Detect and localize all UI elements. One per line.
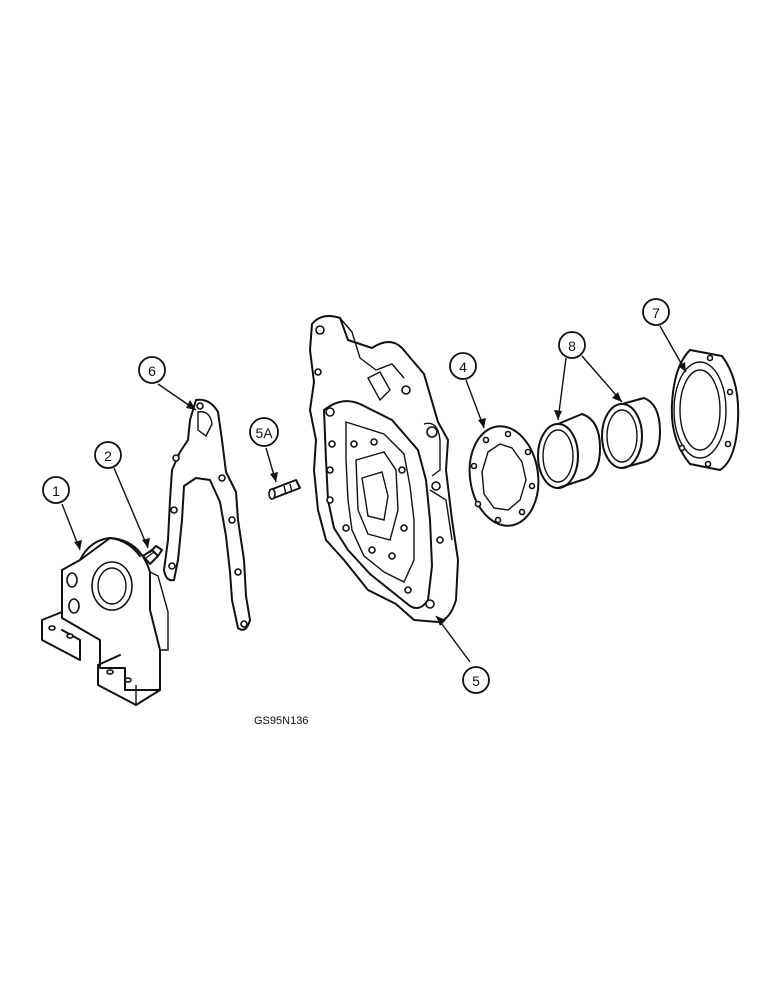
callout-4-label: 4 [459,359,467,375]
callout-6: 6 [138,356,166,384]
leader-8b [581,355,623,403]
callout-5a-label: 5A [255,425,273,441]
leader-8a [557,357,567,421]
callout-8: 8 [558,331,586,359]
arrow-8b [612,392,622,402]
callout-1-label: 1 [52,483,60,499]
part-4-gasket-ring [468,425,540,527]
callout-5: 5 [462,666,490,694]
arrow-4 [478,418,486,428]
leader-2 [113,467,149,549]
callout-7: 7 [642,298,670,326]
callout-7-label: 7 [652,305,660,321]
arrow-7 [678,362,686,372]
part-2-fitting [142,545,163,565]
arrow-5 [436,616,446,626]
part-5-housing [309,315,459,623]
callout-8-label: 8 [568,338,576,354]
part-8-sleeve-b [601,397,661,469]
callout-2-label: 2 [104,448,112,464]
part-1-bracket [41,537,169,706]
drawing-code: GS95N136 [254,715,308,727]
arrow-2 [142,538,150,548]
arrow-5a [270,472,278,482]
arrow-1 [74,540,82,550]
part-8-sleeve-a [537,413,601,489]
callout-6-label: 6 [148,363,156,379]
arrow-6 [186,400,196,410]
callout-4: 4 [449,352,477,380]
callout-5a: 5A [249,417,279,447]
callout-1: 1 [42,476,70,504]
part-5a-stud [268,479,301,500]
callout-5-label: 5 [472,673,480,689]
part-7-seal [670,349,740,471]
part-6-gasket [163,398,251,631]
leader-lines [61,325,687,663]
callout-2: 2 [94,441,122,469]
arrow-8a [554,410,562,420]
